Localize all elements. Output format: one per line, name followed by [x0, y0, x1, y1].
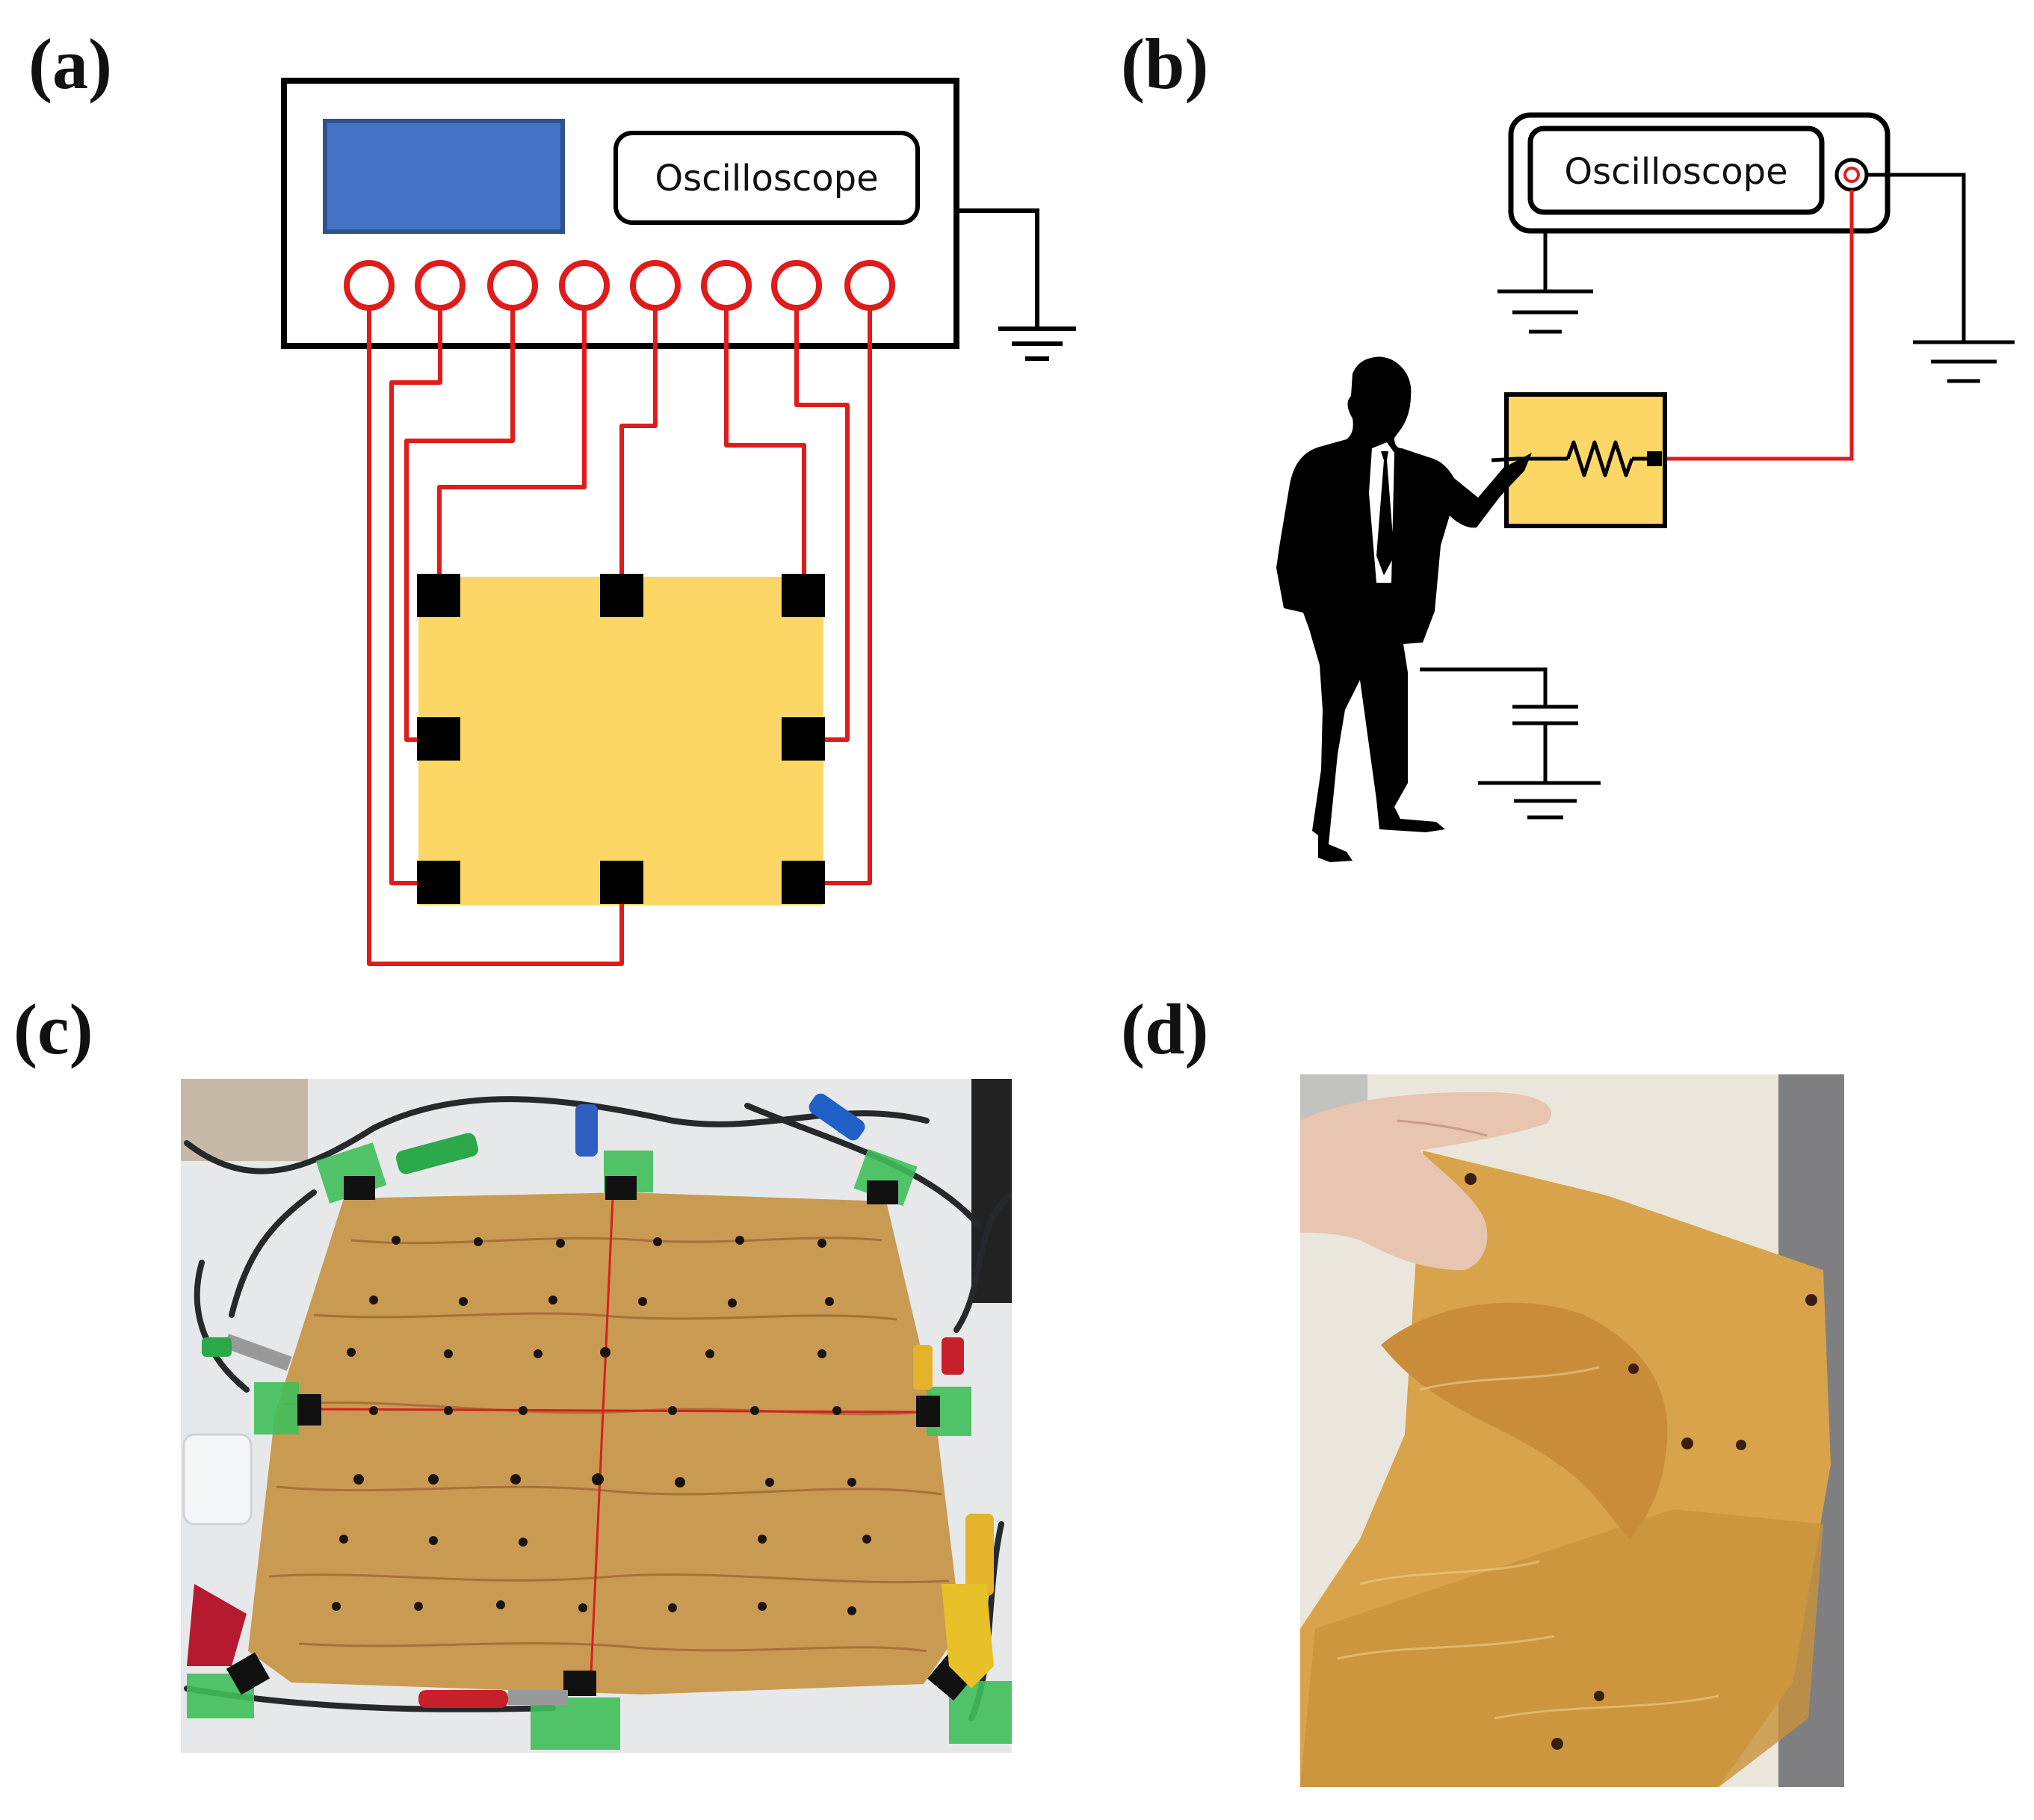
channel-connector-3	[487, 260, 538, 311]
panel-d: (d)	[1121, 989, 1844, 1787]
panel-c-label: (c)	[13, 989, 93, 1069]
wire-ch4	[437, 309, 587, 577]
alligator-clip-icon	[187, 1093, 994, 1708]
panel-d-label: (d)	[1121, 989, 1208, 1069]
photo-sensor-setup	[181, 1079, 1012, 1753]
channel-connector-7	[771, 260, 822, 311]
wire-ch5	[619, 309, 658, 577]
electrode-top-right	[782, 574, 825, 617]
oscilloscope-label-box-b	[1527, 126, 1825, 215]
ground-icon	[1867, 173, 2015, 383]
electrodes	[417, 574, 825, 904]
touch-wire	[1491, 456, 1518, 462]
hand	[1300, 1092, 1552, 1270]
wire-ch3	[404, 309, 515, 742]
panel-b: (b) Oscilloscope	[1121, 24, 2015, 862]
ground-icon	[1497, 231, 1593, 334]
sheet-photo	[248, 1192, 961, 1694]
channel-connector-1	[344, 260, 395, 311]
electrode-top-left	[417, 574, 460, 617]
probe-wire	[1660, 190, 1854, 461]
electrode-bottom-center	[600, 861, 643, 904]
electrode-bottom-right	[782, 861, 825, 904]
panel-a-label: (a)	[28, 24, 112, 104]
channel-connector-2	[415, 260, 466, 311]
probe-connector	[1834, 158, 1869, 192]
conductive-sheet	[418, 577, 823, 906]
electrode-mid-left	[417, 717, 460, 761]
person-silhouette-icon	[1276, 356, 1532, 862]
capacitor-icon	[1420, 667, 1578, 783]
oscilloscope-label-box	[613, 131, 920, 225]
panel-a: (a) Oscilloscope	[28, 24, 1076, 966]
electrode-bottom-left	[417, 861, 460, 904]
channel-connector-8	[844, 260, 895, 311]
electrode-top-center	[600, 574, 643, 617]
channel-connector-6	[701, 260, 752, 311]
wire-ch2	[389, 309, 442, 885]
panel-c: (c)	[13, 989, 1012, 1753]
panel-b-label: (b)	[1121, 24, 1208, 104]
electrode-mid-right	[782, 717, 825, 761]
ground-icon	[956, 208, 1076, 361]
oscilloscope-screen	[323, 119, 565, 234]
channel-connector-5	[630, 260, 681, 311]
oscilloscope-label: Oscilloscope	[655, 158, 878, 199]
binder-clip-icon	[226, 1176, 975, 1701]
channel-connectors	[344, 260, 895, 311]
wire-ch8	[823, 309, 872, 885]
oscilloscope-label-b: Oscilloscope	[1564, 151, 1787, 193]
wire-ch1	[367, 309, 624, 966]
photo-flexible-sheet	[1300, 1074, 1844, 1787]
channel-connector-4	[559, 260, 610, 311]
wire-ch6	[724, 309, 806, 577]
ground-icon	[1478, 781, 1601, 820]
wire-ch7	[794, 309, 850, 742]
pad-contact	[1647, 451, 1662, 466]
wiring	[367, 309, 872, 966]
